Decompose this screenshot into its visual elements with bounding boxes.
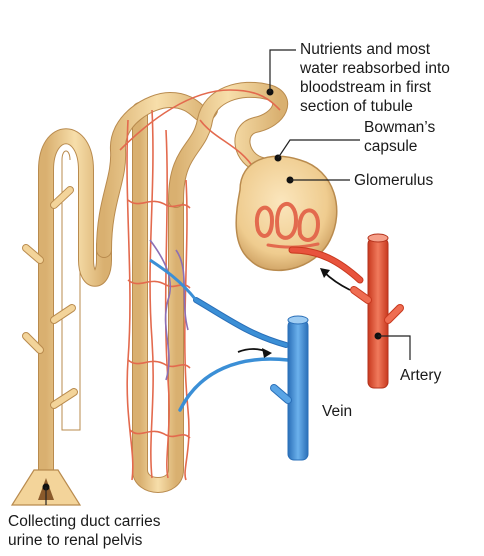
collecting-duct [10,128,112,506]
vein-label: Vein [322,403,353,420]
bowmans-leader-line [277,139,360,159]
vein-flow-arrow-head-icon [262,348,272,358]
capillary-network [119,89,281,481]
nutrients-label: Nutrients and most water reabsorbed into… [300,41,450,115]
leader-lines [45,49,411,505]
artery-flow-arrow-head-icon [320,268,330,278]
artery-leader-line [378,335,411,360]
bowmans-capsule-label: Bowman’s capsule [364,119,436,155]
nutrients-leader-line [269,49,296,92]
vein [149,258,309,461]
artery-flow-arrow-icon [323,271,351,291]
loop-of-henle [96,81,288,493]
artery-label: Artery [400,367,442,384]
collecting-duct-label: Collecting duct carries urine to renal p… [8,513,161,549]
glomerulus-label: Glomerulus [354,172,434,189]
flow-arrows [237,268,351,358]
